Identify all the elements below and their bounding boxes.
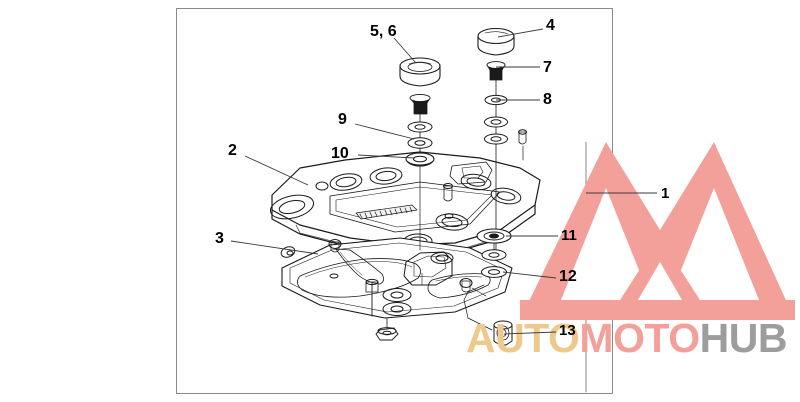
callout-leader-10 [357, 154, 415, 159]
callout-leader-2 [244, 155, 309, 186]
callout-number-13: 13 [559, 322, 576, 339]
callout-leader-12 [502, 271, 557, 279]
callout-number-12: 12 [559, 268, 577, 285]
lower-bracket-part-3 [280, 237, 513, 341]
callout-number-8: 8 [543, 91, 552, 108]
callout-number-9: 9 [338, 111, 347, 128]
callout-number-5-6: 5, 6 [370, 23, 397, 40]
callout-leader-5-6 [393, 37, 417, 64]
callout-number-4: 4 [546, 17, 555, 34]
callout-leader-3 [230, 240, 319, 255]
left-fastener-stack [399, 57, 441, 251]
callout-leader-4 [497, 28, 544, 38]
callout-number-10: 10 [331, 145, 349, 162]
callout-number-11: 11 [561, 227, 577, 244]
callout-number-7: 7 [543, 59, 552, 76]
right-lower-stack [463, 228, 513, 346]
callout-number-1: 1 [661, 185, 670, 202]
callout-leader-13 [503, 331, 557, 335]
callout-leader-9 [354, 123, 415, 140]
carrier-plate-part-2 [269, 129, 541, 255]
callout-number-3: 3 [215, 230, 224, 247]
callout-number-2: 2 [228, 142, 237, 159]
